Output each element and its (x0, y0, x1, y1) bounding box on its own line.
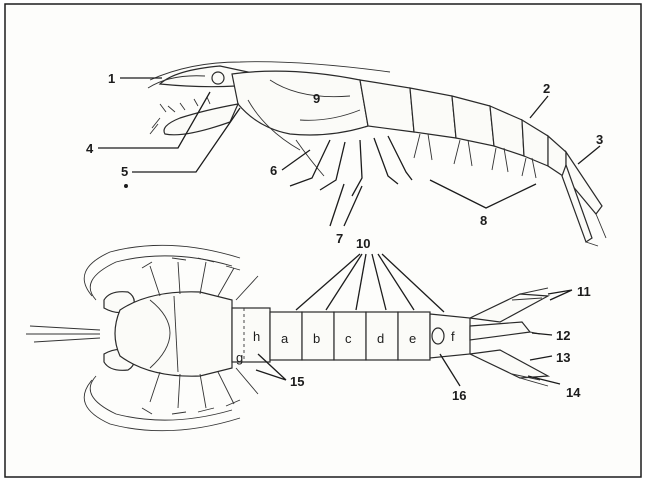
label-15: 15 (290, 374, 304, 389)
carapace-top (115, 292, 232, 376)
label-16: 16 (452, 388, 466, 403)
segment-letter-e: e (409, 331, 416, 346)
eye (212, 72, 224, 84)
segment-letter-a: a (281, 331, 289, 346)
label-5: 5 (121, 164, 128, 179)
segment-letter-d: d (377, 331, 384, 346)
segment-letter-c: c (345, 331, 352, 346)
segment-letter-b: b (313, 331, 320, 346)
segment-letter-h: h (253, 329, 260, 344)
label-6: 6 (270, 163, 277, 178)
label-14: 14 (566, 385, 581, 400)
label-12: 12 (556, 328, 570, 343)
label-2: 2 (543, 81, 550, 96)
label-3: 3 (596, 132, 603, 147)
label-10: 10 (356, 236, 370, 251)
label-4: 4 (86, 141, 94, 156)
label-11: 11 (577, 284, 591, 299)
segment-letter-g: g (236, 350, 243, 365)
segment-letter-f: f (451, 329, 455, 344)
label-5-dot (124, 184, 128, 188)
label-1: 1 (108, 71, 115, 86)
label-9: 9 (313, 91, 320, 106)
label-8: 8 (480, 213, 487, 228)
label-7: 7 (336, 231, 343, 246)
label-13: 13 (556, 350, 570, 365)
